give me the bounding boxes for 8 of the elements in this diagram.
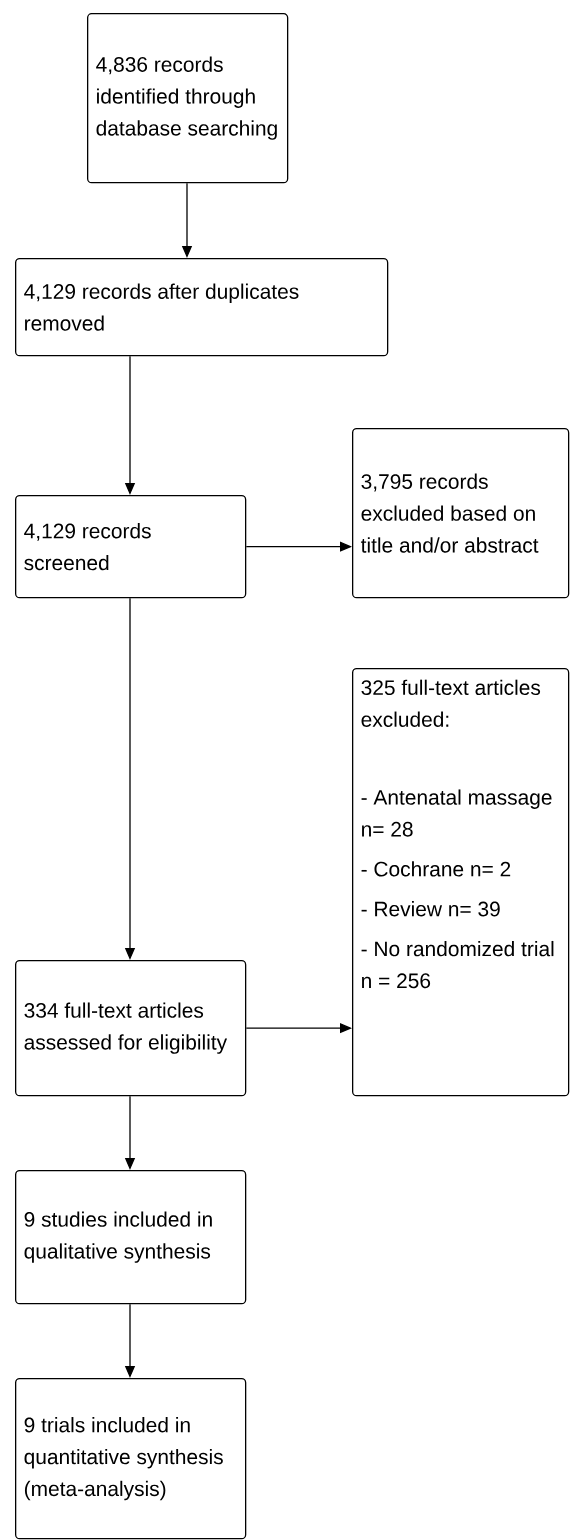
process-box: 9 studies included in qualitative synthesis — [15, 1170, 247, 1305]
process-box: 4,129 records screened — [15, 495, 247, 599]
process-box: 3,795 records excluded based on title and/or abstract — [352, 428, 570, 599]
process-box: 4,836 records identified through database searching — [87, 13, 289, 184]
process-box: 9 trials included in quantitative synthesis (meta-analysis) — [15, 1378, 247, 1540]
process-box: 334 full-text articles assessed for eligibility — [15, 960, 247, 1097]
process-box: 325 full-text articles excluded: - Antenatal massage n= 28 - Cochrane n= 2 - Review n= 39 - No randomized trial n = 256 — [352, 668, 570, 1097]
process-box: 4,129 records after duplicates removed — [15, 258, 389, 357]
